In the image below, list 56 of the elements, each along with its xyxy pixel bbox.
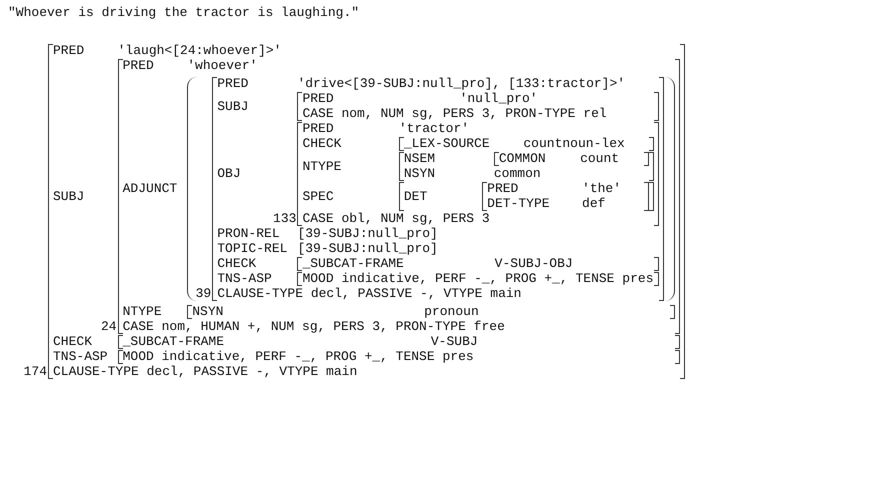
attribute-name: CHECK [217, 257, 258, 271]
attribute-value: 'whoever' [187, 59, 258, 73]
attribute-name: COMMON [498, 152, 547, 166]
attribute-value: 'tractor' [398, 122, 470, 136]
attribute-name: SUBJ [53, 190, 86, 204]
attribute-name: SUBJ [217, 100, 250, 114]
attribute-value: pronoun [424, 305, 480, 319]
attribute-value: common [494, 167, 542, 181]
attribute-name: PRON-REL [217, 227, 281, 241]
attribute-name: NSYN [404, 167, 436, 181]
attribute-value: def [582, 197, 606, 211]
attribute-value: count [580, 152, 620, 166]
index-number: 24 [101, 320, 118, 334]
feature-list: CLAUSE-TYPE decl, PASSIVE -, VTYPE main [217, 287, 658, 301]
attribute-value: V-SUBJ [430, 335, 479, 349]
feature-list: CASE nom, HUMAN +, NUM sg, PERS 3, PRON-TYPE free [122, 320, 674, 334]
attribute-name: NTYPE [302, 160, 342, 174]
index-number: 174 [24, 365, 48, 379]
sentence-title: "Whoever is driving the tractor is laughing." [8, 6, 360, 20]
feature-list: CASE nom, NUM sg, PERS 3, PRON-TYPE rel [302, 107, 654, 121]
attribute-value: [39-SUBJ:null_pro] [297, 242, 439, 256]
attribute-name: NSYN [192, 305, 224, 319]
attribute-name: PRED [53, 44, 86, 58]
attribute-name: DET [404, 190, 428, 204]
attribute-name: PRED [302, 92, 335, 106]
attribute-name: PRED [217, 77, 250, 91]
attribute-name: CHECK [302, 137, 342, 151]
attribute-name: CHECK [53, 335, 94, 349]
attribute-name: OBJ [217, 167, 242, 181]
attribute-value: [39-SUBJ:null_pro] [297, 227, 439, 241]
attribute-value: 'the' [582, 182, 622, 196]
attribute-name: ADJUNCT [122, 182, 178, 196]
index-number: 39 [196, 287, 212, 301]
feature-list: CLAUSE-TYPE decl, PASSIVE -, VTYPE main [53, 365, 680, 379]
attribute-name: NSEM [404, 152, 436, 166]
attribute-name: TOPIC-REL [217, 242, 288, 256]
attribute-value: 'laugh<[24:whoever]>' [118, 44, 282, 58]
attribute-value: 'drive<[39-SUBJ:null_pro], [133:tractor]>' [297, 77, 626, 91]
feature-list: MOOD indicative, PERF -_, PROG +_, TENSE pres [122, 350, 674, 364]
attribute-name: PRED [122, 59, 155, 73]
attribute-value: V-SUBJ-OBJ [494, 257, 574, 271]
attribute-name: SPEC [302, 190, 335, 204]
attribute-name: DET-TYPE [487, 197, 551, 211]
feature-list: CASE obl, NUM sg, PERS 3 [302, 212, 654, 226]
index-number: 133 [273, 212, 298, 226]
attribute-name: TNS-ASP [53, 350, 108, 364]
attribute-name: PRED [302, 122, 335, 136]
attribute-name: NTYPE [122, 305, 163, 319]
attribute-value: 'null_pro' [460, 92, 539, 106]
feature-list: MOOD indicative, PERF -_, PROG +_, TENSE pres [302, 272, 654, 286]
attribute-name: TNS-ASP [217, 272, 273, 286]
attribute-name: _SUBCAT-FRAME [302, 257, 405, 271]
attribute-name: _SUBCAT-FRAME [122, 335, 226, 349]
attribute-name: PRED [487, 182, 520, 196]
attribute-value: countnoun-lex [523, 137, 626, 151]
attribute-name: _LEX-SOURCE [404, 137, 491, 151]
